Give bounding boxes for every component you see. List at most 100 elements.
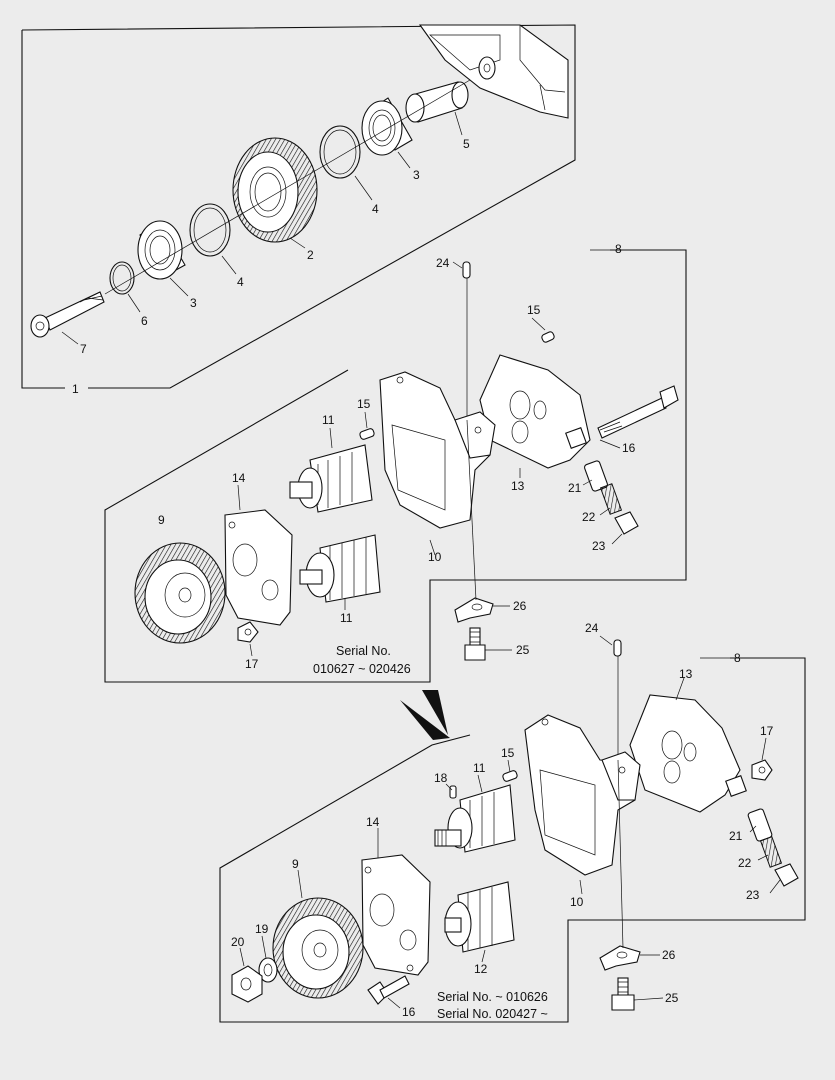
ball-bearing-left [137,220,186,280]
label-25-upper: 25 [516,643,530,657]
label-10-upper: 10 [428,550,442,564]
bolt-25-lower [611,977,635,1011]
relief-valve-lower [747,808,799,887]
label-14-upper: 14 [232,471,246,485]
dowel-pin-15-upper-left [359,428,375,440]
relief-valve-upper [583,460,639,535]
oil-pump-assembly-upper [104,249,687,683]
label-4-left: 4 [237,275,244,289]
label-11-upper-b: 11 [340,611,353,625]
pump-cover-13-lower [629,694,747,813]
label-24-upper: 24 [436,256,450,270]
label-13-lower: 13 [679,667,693,681]
label-16-upper: 16 [622,441,636,455]
dowel-pin-15-upper-right [541,331,555,343]
label-22-upper: 22 [582,510,596,524]
label-16-lower: 16 [402,1005,416,1019]
assembly-8-lower-bracket [219,657,806,1023]
oil-pump-assembly-lower [219,635,806,1023]
nut-17-lower [751,759,773,781]
pump-body-10-upper [379,371,496,529]
label-7: 7 [80,342,87,356]
hex-socket-bolt [30,291,105,338]
snap-ring-small [109,261,135,295]
relief-plug-23 [614,511,639,535]
idler-gear-assembly-group [21,24,576,389]
relief-spring-22-lower [759,836,783,868]
label-8-upper: 8 [615,242,622,256]
label-22-lower: 22 [738,856,752,870]
label-24-lower: 24 [585,621,599,635]
label-15-upper-left: 15 [357,397,371,411]
label-9-lower: 9 [292,857,299,871]
dowel-pin-24-lower [613,639,622,657]
pump-plate-14-upper [224,509,293,626]
label-4-right: 4 [372,202,379,216]
relief-spring-22 [599,483,623,515]
label-17-upper: 17 [245,657,259,671]
label-1: 1 [72,382,79,396]
bolt-25-upper [464,627,486,661]
lock-washer-26-lower [599,945,641,971]
label-11-lower: 11 [473,761,486,775]
label-8-lower: 8 [734,651,741,665]
label-3-left: 3 [190,296,197,310]
nut-20 [231,965,263,1003]
bolt-16-lower [367,975,410,1005]
label-21-lower: 21 [729,829,743,843]
label-13-upper: 13 [511,479,525,493]
ball-bearing-right [361,97,413,156]
label-19: 19 [255,922,269,936]
label-14-lower: 14 [366,815,380,829]
engine-housing-fragment [418,24,569,119]
label-20: 20 [231,935,245,949]
snap-ring-left [189,203,231,257]
label-17-lower: 17 [760,724,774,738]
label-15-upper-right: 15 [527,303,541,317]
pump-gear-11-upper-a [289,444,373,513]
key-pin-18 [449,785,457,799]
pump-cover-13-upper [479,354,591,469]
relief-valve-plunger-21-lower [747,808,773,842]
label-26-upper: 26 [513,599,527,613]
label-12: 12 [474,962,488,976]
dowel-pin-24-upper [462,261,471,279]
label-2: 2 [307,248,314,262]
label-21-upper: 21 [568,481,582,495]
serial-note-lower-line1: Serial No. ~ 010626 [437,990,548,1004]
assembly-8-upper-bracket [104,249,687,683]
nut-17-upper [237,621,259,643]
version-change-arrow [400,690,450,740]
label-5: 5 [463,137,470,151]
label-10-lower: 10 [570,895,584,909]
drive-gear-9-lower [272,897,364,999]
bolt-16-upper [597,385,679,439]
serial-note-lower-line2: Serial No. 020427 ~ [437,1007,548,1021]
pump-gear-12-lower [444,881,515,953]
lock-washer-26-upper [454,597,494,623]
pump-gear-11-upper-b [299,534,381,603]
label-6: 6 [141,314,148,328]
idler-shaft [405,81,469,123]
assembly-1-bracket-right [21,24,576,389]
label-11-upper-a: 11 [322,413,335,427]
pump-plate-14-lower [361,854,431,976]
assembly-1-bracket-left [21,30,65,389]
label-23-upper: 23 [592,539,606,553]
idler-gear [232,137,318,243]
dowel-pin-15-lower [502,770,518,782]
pump-body-10-lower [524,714,641,876]
label-26-lower: 26 [662,948,676,962]
label-15-lower: 15 [501,746,515,760]
snap-ring-right [319,125,361,179]
label-23-lower: 23 [746,888,760,902]
serial-note-upper-line2: 010627 ~ 020426 [313,662,411,676]
pump-gear-11-lower [434,784,516,853]
label-18: 18 [434,771,448,785]
label-9-upper: 9 [158,513,165,527]
label-3-right: 3 [413,168,420,182]
label-25-lower: 25 [665,991,679,1005]
serial-note-upper-line1: Serial No. [336,644,391,658]
